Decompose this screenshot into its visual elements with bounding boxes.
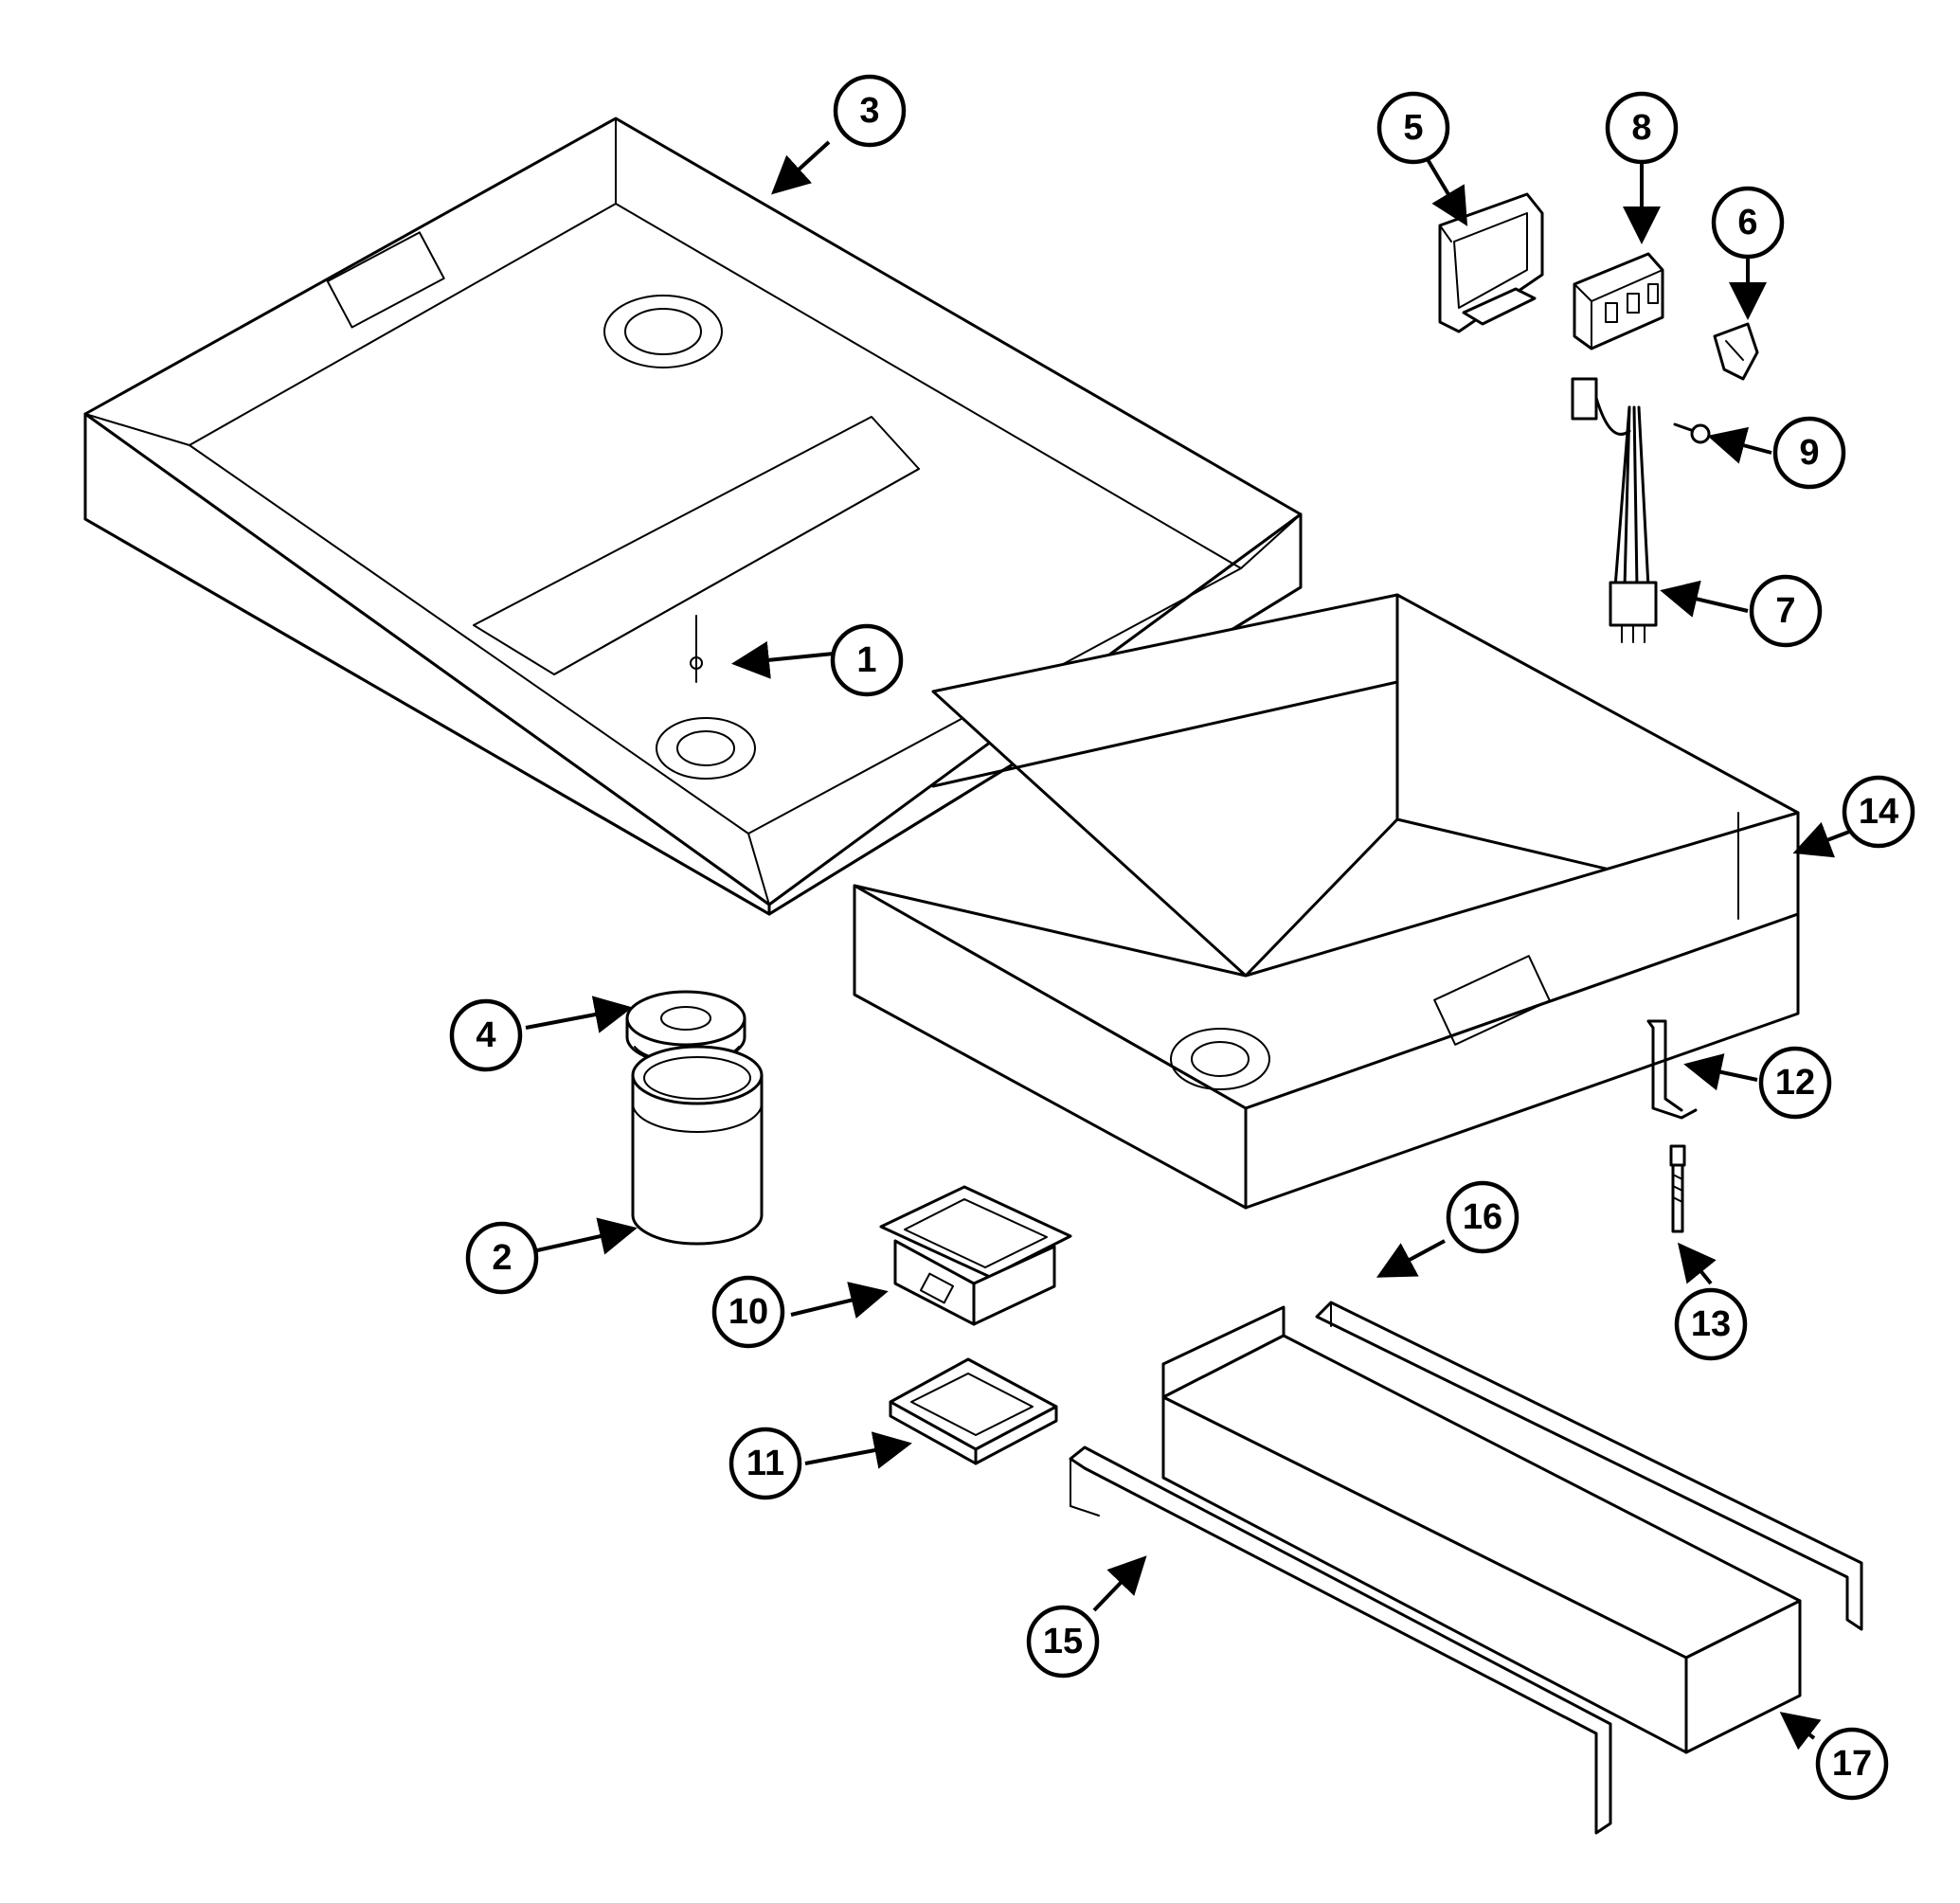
callout-7-label: 7 bbox=[1775, 591, 1795, 631]
callout-11: 11 bbox=[728, 1427, 802, 1500]
part-15-angle-rail bbox=[1069, 1445, 1612, 1835]
callout-2: 2 bbox=[465, 1221, 539, 1295]
part-7-wire-harness bbox=[1571, 377, 1658, 643]
callout-3-label: 3 bbox=[859, 91, 879, 131]
callout-6-label: 6 bbox=[1737, 203, 1757, 242]
callout-9-label: 9 bbox=[1799, 433, 1819, 473]
callout-16-label: 16 bbox=[1463, 1197, 1502, 1237]
callout-5-label: 5 bbox=[1403, 108, 1423, 148]
callout-3: 3 bbox=[833, 74, 907, 148]
callout-12-label: 12 bbox=[1775, 1063, 1815, 1103]
callout-14: 14 bbox=[1842, 775, 1915, 849]
callout-11-label: 11 bbox=[746, 1444, 784, 1483]
part-6-clip bbox=[1713, 322, 1759, 381]
part-12-hook-bracket bbox=[1646, 1019, 1698, 1120]
part-11-cover-plate bbox=[889, 1357, 1058, 1465]
part-9-screw bbox=[1673, 422, 1711, 444]
callout-17-label: 17 bbox=[1832, 1744, 1872, 1784]
callout-13: 13 bbox=[1674, 1287, 1748, 1361]
callout-12: 12 bbox=[1758, 1046, 1832, 1120]
callout-17: 17 bbox=[1815, 1727, 1889, 1801]
callout-1-label: 1 bbox=[856, 640, 876, 680]
part-10-box bbox=[879, 1185, 1072, 1326]
callout-13-label: 13 bbox=[1691, 1304, 1731, 1344]
callout-15: 15 bbox=[1026, 1605, 1100, 1679]
part-16-rail bbox=[1315, 1301, 1863, 1631]
callout-8-label: 8 bbox=[1631, 108, 1651, 148]
callout-16: 16 bbox=[1446, 1180, 1519, 1254]
callout-10-label: 10 bbox=[728, 1292, 768, 1332]
callout-8: 8 bbox=[1605, 91, 1679, 165]
callout-4-label: 4 bbox=[476, 1015, 495, 1055]
callout-5: 5 bbox=[1376, 91, 1450, 165]
callout-15-label: 15 bbox=[1043, 1622, 1083, 1661]
callout-10: 10 bbox=[711, 1275, 785, 1349]
callout-9: 9 bbox=[1772, 416, 1846, 490]
callout-4: 4 bbox=[449, 998, 523, 1072]
callout-14-label: 14 bbox=[1859, 792, 1898, 832]
part-5-bracket bbox=[1438, 192, 1544, 333]
callout-6: 6 bbox=[1711, 186, 1785, 260]
part-13-bolt bbox=[1669, 1144, 1686, 1233]
callout-1: 1 bbox=[830, 623, 904, 697]
part-2-cylinder bbox=[631, 1045, 764, 1246]
callout-7: 7 bbox=[1749, 574, 1823, 648]
part-17-channel bbox=[1161, 1305, 1802, 1754]
callout-2-label: 2 bbox=[492, 1238, 512, 1278]
part-14-drawer-tray bbox=[853, 593, 1800, 1210]
part-8-switch bbox=[1573, 252, 1664, 350]
